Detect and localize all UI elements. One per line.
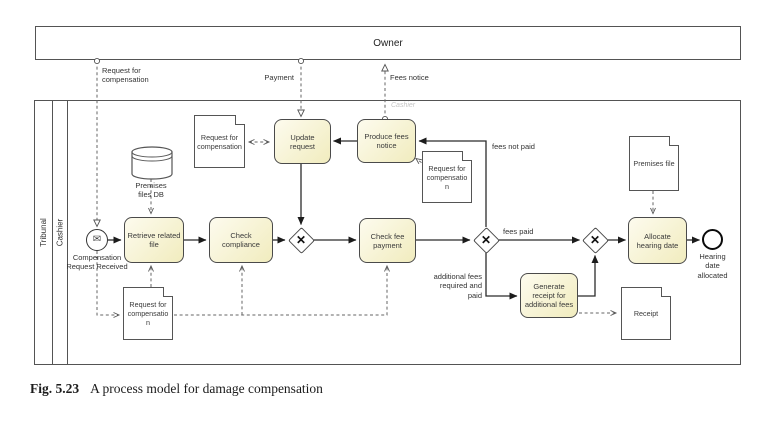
owner-pool-label: Owner: [373, 37, 403, 49]
task-check-compliance: Check compliance: [209, 217, 273, 263]
task-label: Produce fees notice: [364, 132, 409, 150]
flow-fees-not-paid: [418, 137, 487, 227]
task-produce-fees-notice: Produce fees notice: [357, 119, 416, 163]
msgflow-label-request-compensation: Request for compensation: [102, 66, 149, 85]
datastore-premises-db: [131, 146, 173, 180]
assoc-reqcomp-to-checkfee: [174, 264, 390, 316]
gateway-xor-join-1: ✕: [288, 227, 315, 254]
datastore-label: Premises files DB: [135, 181, 167, 200]
task-allocate-hearing-date: Allocate hearing date: [628, 217, 687, 264]
msgflow-label-fees-notice: Fees notice: [390, 73, 429, 82]
task-retrieve-related-file: Retrieve related file: [124, 217, 184, 263]
document-fold-icon: [462, 151, 472, 161]
flow-generate-to-gateway3: [578, 255, 599, 297]
xor-gateway-icon: ✕: [295, 233, 307, 247]
dataobject-request-compensation-bottom: Request for compensation: [123, 287, 173, 340]
envelope-icon: ✉: [92, 234, 102, 245]
figure-caption: Fig. 5.23 A process model for damage comp…: [30, 381, 323, 397]
task-update-request: Update request: [274, 119, 331, 164]
start-event-message: ✉: [86, 229, 108, 251]
tribunal-pool-header: Tribunal: [35, 101, 53, 364]
start-event-label: Compensation Request Received: [66, 253, 128, 272]
document-fold-icon: [235, 115, 245, 125]
dataobject-label: Premises file: [633, 159, 675, 168]
end-event: [702, 229, 723, 250]
flow-label-additional-fees: additional fees required and paid: [433, 272, 482, 300]
task-label: Check fee payment: [370, 231, 405, 250]
cashier-lane-header: Cashier: [52, 101, 68, 364]
gateway-xor-split-fees: ✕: [473, 227, 500, 254]
dataobject-label: Request for compensation: [426, 163, 468, 191]
cashier-watermark-label: Cashier: [391, 102, 416, 109]
dataobject-receipt: Receipt: [621, 287, 671, 340]
document-fold-icon: [669, 136, 679, 146]
figure-title: A process model for damage compensation: [90, 381, 323, 396]
xor-gateway-icon: ✕: [480, 233, 492, 247]
flow-label-fees-not-paid: fees not paid: [492, 142, 535, 151]
task-label: Update request: [289, 132, 316, 151]
dataobject-premises-file: Premises file: [629, 136, 679, 191]
task-label: Generate receipt for additional fees: [524, 282, 574, 309]
dataobject-request-compensation-mid: Request for compensation: [422, 151, 472, 203]
flow-gateway2-to-generate: [485, 253, 518, 300]
flow-label-fees-paid: fees paid: [503, 227, 534, 236]
task-generate-receipt: Generate receipt for additional fees: [520, 273, 578, 318]
dataobject-label: Request for compensation: [127, 300, 169, 327]
task-check-fee-payment: Check fee payment: [359, 218, 416, 263]
dataobject-request-compensation-top: Request for compensation: [194, 115, 245, 168]
dataobject-label: Receipt: [633, 309, 659, 318]
task-label: Check compliance: [222, 231, 260, 249]
owner-pool: Owner: [35, 26, 741, 60]
task-label: Retrieve related file: [127, 231, 181, 249]
msgflow-label-payment: Payment: [264, 73, 294, 82]
gateway-xor-join-2: ✕: [582, 227, 609, 254]
dataobject-label: Request for compensation: [197, 132, 242, 151]
figure-number: Fig. 5.23: [30, 381, 80, 396]
task-label: Allocate hearing date: [636, 231, 679, 250]
msgflow-request-to-dataobject: [96, 251, 121, 318]
document-fold-icon: [163, 287, 173, 297]
xor-gateway-icon: ✕: [589, 233, 601, 247]
end-event-label: Hearing date allocated: [697, 252, 728, 280]
document-fold-icon: [661, 287, 671, 297]
